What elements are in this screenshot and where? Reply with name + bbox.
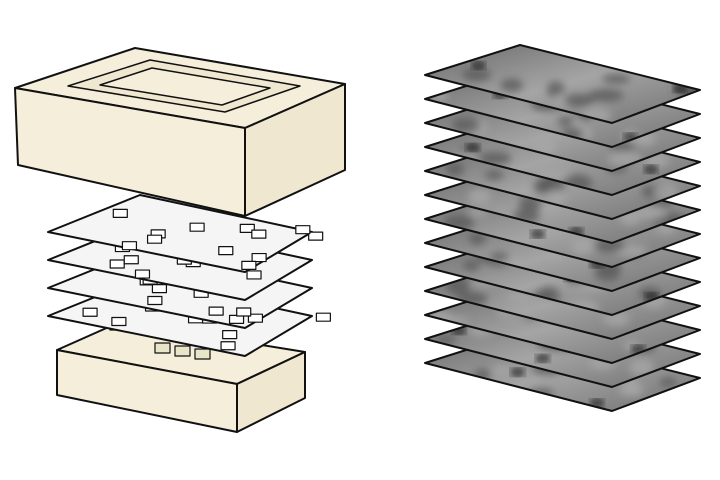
dark-spot xyxy=(590,398,605,407)
texture-blob xyxy=(602,74,631,84)
dark-spot xyxy=(643,165,658,174)
component-outline xyxy=(147,295,163,306)
pad xyxy=(174,345,191,357)
texture-blob xyxy=(505,292,534,302)
component-outline xyxy=(121,241,138,251)
component-outline xyxy=(109,259,125,269)
texture-blob xyxy=(500,78,524,92)
texture-blob xyxy=(587,89,624,102)
texture-blob xyxy=(637,205,668,220)
component-outline xyxy=(220,341,236,351)
scan-slice xyxy=(424,44,701,124)
left-layer-stack xyxy=(14,47,346,433)
slice-spots xyxy=(465,143,658,174)
texture-blob xyxy=(621,380,641,394)
component-outline xyxy=(134,269,151,279)
right-scan-stack xyxy=(424,44,701,412)
component-outline xyxy=(146,234,163,244)
component-outline xyxy=(112,208,128,218)
component-outline xyxy=(295,225,311,235)
texture-blob xyxy=(546,189,566,206)
circuit-layer xyxy=(47,194,324,273)
component-outline xyxy=(246,270,262,280)
component-outline xyxy=(251,252,267,263)
component-outline xyxy=(111,316,127,327)
texture-blob xyxy=(570,238,595,255)
component-outline xyxy=(236,307,252,317)
dark-spot xyxy=(471,61,486,70)
texture-blob xyxy=(435,316,469,325)
component-outline xyxy=(251,229,267,239)
texture-blob xyxy=(603,312,630,326)
texture-blob xyxy=(446,162,464,177)
component-outline xyxy=(315,312,331,322)
dark-spot xyxy=(510,368,525,377)
dark-spot xyxy=(530,230,545,239)
texture-blob xyxy=(468,188,491,205)
casing-side xyxy=(244,83,346,217)
texture-blob xyxy=(629,358,655,377)
component-outline xyxy=(222,330,238,340)
texture-blob xyxy=(484,170,504,180)
base-side xyxy=(236,351,306,433)
component-outline xyxy=(151,283,168,294)
texture-blob xyxy=(489,252,509,262)
texture-blob xyxy=(451,117,481,133)
texture-blob xyxy=(492,365,512,376)
dark-spot xyxy=(535,354,550,363)
pad xyxy=(154,342,171,354)
texture-blob xyxy=(468,232,487,245)
component-outline xyxy=(241,260,257,270)
texture-blob xyxy=(461,68,492,82)
component-outline xyxy=(82,307,98,317)
component-outline xyxy=(189,222,205,232)
pad xyxy=(194,348,211,360)
slice-outline xyxy=(424,44,701,124)
component-outline xyxy=(308,231,324,241)
component-outline xyxy=(218,245,234,256)
texture-blob xyxy=(556,115,574,127)
slice-spots xyxy=(510,368,605,407)
component-outline xyxy=(247,313,264,323)
texture-blob xyxy=(563,93,595,107)
texture-blob xyxy=(462,260,480,271)
component-outline xyxy=(123,255,139,265)
dark-spot xyxy=(465,143,480,152)
component-outline xyxy=(208,306,224,316)
texture-blob xyxy=(659,377,677,387)
casing-rim-inner xyxy=(99,67,271,106)
